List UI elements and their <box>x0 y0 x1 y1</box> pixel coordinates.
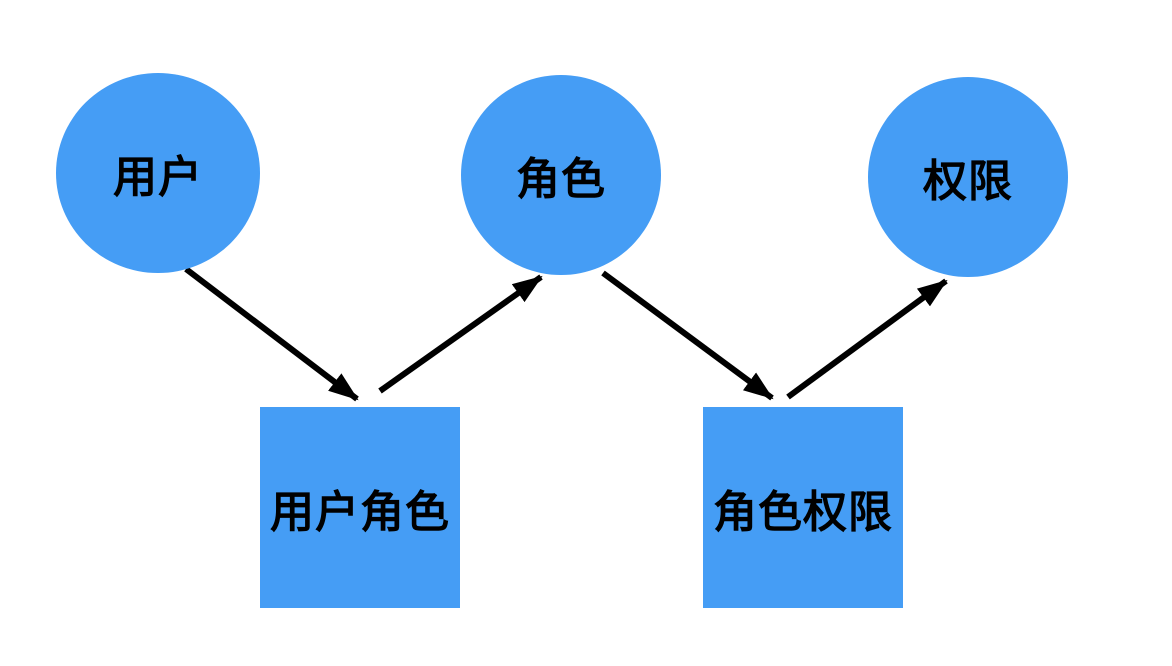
arrow-user-to-user-role <box>184 266 359 402</box>
node-permission: 权限 <box>868 77 1068 277</box>
node-user-role: 用户角色 <box>260 407 460 608</box>
node-permission-label: 权限 <box>923 157 1013 206</box>
node-user-label: 用户 <box>113 153 203 202</box>
node-user: 用户 <box>56 73 260 273</box>
node-role-permission-label: 角色权限 <box>713 487 893 537</box>
node-role: 角色 <box>461 75 661 275</box>
arrow-role-to-role-permission <box>601 270 774 401</box>
node-role-permission: 角色权限 <box>703 407 903 608</box>
arrow-user-role-to-role <box>378 274 543 394</box>
arrow-role-permission-to-permission <box>786 278 948 400</box>
node-user-role-label: 用户角色 <box>270 487 450 537</box>
node-role-label: 角色 <box>516 155 606 204</box>
